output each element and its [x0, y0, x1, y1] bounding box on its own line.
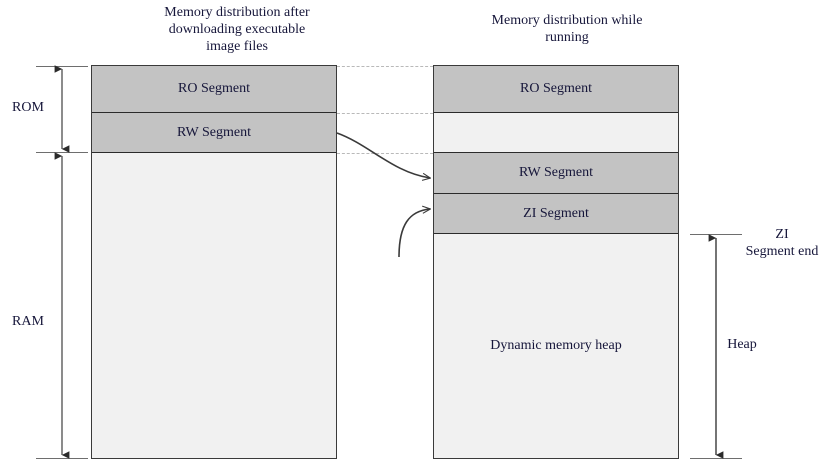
right-segment-rw: RW Segment: [434, 153, 678, 194]
ram-bracket-label: RAM: [12, 314, 44, 329]
right-segment-zi: ZI Segment: [434, 194, 678, 234]
ram-bracket-tick-bottom: [36, 458, 88, 459]
left-column-title: Memory distribution after downloading ex…: [164, 5, 310, 54]
zi-segment-end-label: ZI Segment end: [745, 227, 819, 259]
rom-bracket-tick-top: [36, 66, 88, 67]
left-segment-ro: RO Segment: [92, 66, 336, 113]
rom-bracket-label: ROM: [12, 100, 44, 115]
right-segment-heap: Dynamic memory heap: [434, 234, 678, 458]
connector-dotted-top: [337, 66, 433, 67]
left-segment-rw: RW Segment: [92, 113, 336, 153]
heap-bracket-label: Heap: [727, 337, 757, 352]
rom-bracket-tick-bottom: [36, 152, 88, 153]
zi-creation-arrow: [398, 209, 430, 258]
after-download-memory-map: RO Segment RW Segment: [91, 65, 337, 459]
heap-bracket-tick-bottom: [690, 458, 742, 459]
connector-dotted-rw-bottom: [337, 153, 433, 154]
right-segment-gap: [434, 113, 678, 153]
while-running-memory-map: RO Segment RW Segment ZI Segment Dynamic…: [433, 65, 679, 459]
rw-relocation-arrow: [336, 132, 430, 178]
left-segment-free: [92, 153, 336, 458]
right-column-title: Memory distribution while running: [491, 13, 643, 45]
right-segment-ro: RO Segment: [434, 66, 678, 113]
connector-dotted-ro-bottom: [337, 113, 433, 114]
